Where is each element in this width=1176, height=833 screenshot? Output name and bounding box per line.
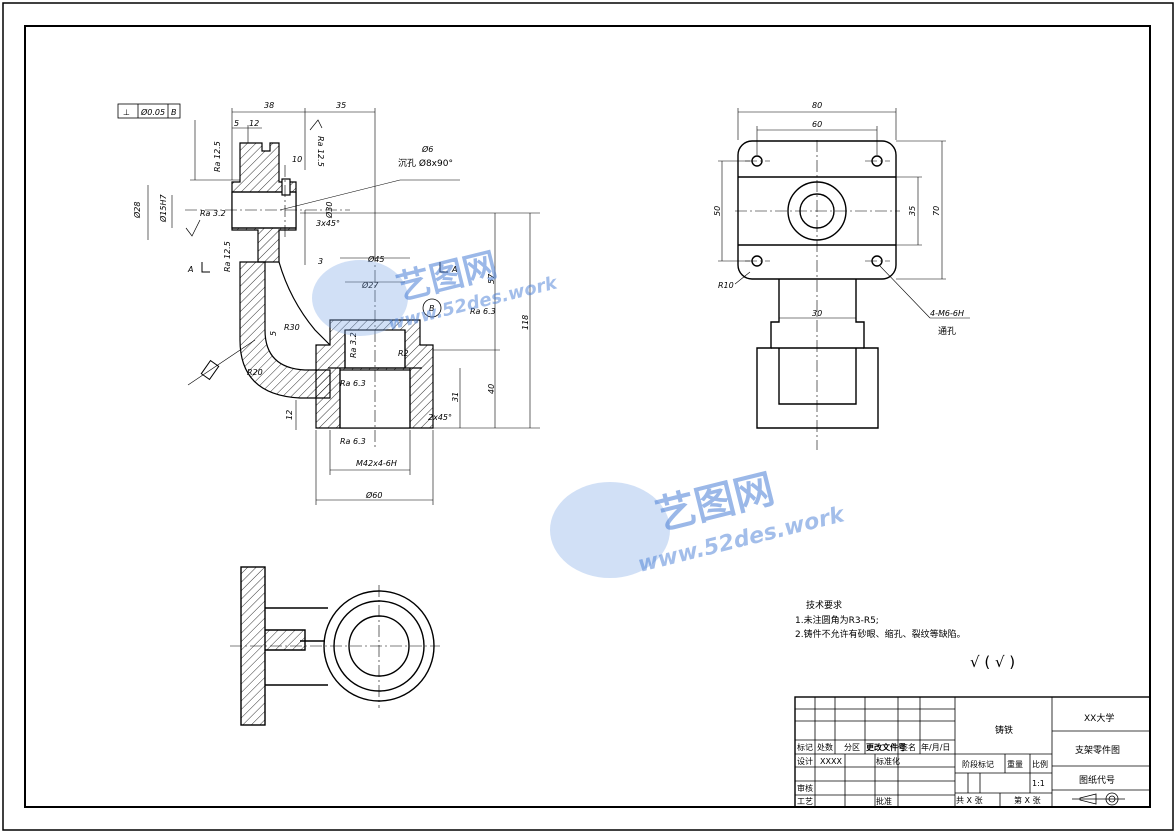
side-dim-50: 50 (713, 206, 722, 216)
dim-5b: 5 (269, 331, 278, 336)
tb-r-zone: 分区 (844, 743, 860, 752)
tb-ratio: 比例 (1032, 759, 1048, 769)
hole-note: 沉孔 Ø8x90° (398, 158, 453, 169)
tb-school: XX大学 (1084, 712, 1114, 724)
tech-req-line2: 2.铸件不允许有砂眼、缩孔、裂纹等缺陷。 (795, 628, 966, 640)
side-dim-60: 60 (812, 120, 822, 129)
dim-m42: M42x4-6H (356, 459, 397, 468)
ra-6-3-b: Ra 6.3 (340, 379, 366, 388)
tb-drawing-code: 图纸代号 (1079, 774, 1115, 786)
dim-3: 3 (318, 257, 323, 266)
dim-40: 40 (487, 384, 496, 394)
watermark-center: 艺图网 www.52des.work (550, 466, 848, 578)
section-a2-label: A (451, 265, 457, 274)
dim-2x45: 2x45° (428, 413, 452, 422)
tolerance-datum: B (171, 108, 177, 117)
tb-drawing-name: 支架零件图 (1075, 744, 1120, 756)
datum-b: B (429, 304, 435, 313)
side-dim-80: 80 (812, 101, 822, 110)
inner-border (24, 25, 1151, 808)
tb-approve: 批准 (876, 796, 892, 806)
dim-10: 10 (292, 155, 302, 164)
tb-weight: 重量 (1007, 759, 1023, 769)
side-dim-lines (718, 108, 970, 319)
side-dim-30: 30 (812, 309, 822, 318)
side-dim-texts: 80 60 50 35 70 R10 4-M6-6H 通孔 30 (713, 101, 964, 337)
dim-r20: R20 (247, 368, 263, 377)
dim-r30: R30 (284, 323, 300, 332)
tolerance-frame: ⊥ Ø0.05 B (117, 103, 181, 119)
tech-req-title: 技术要求 (806, 599, 842, 611)
dim-31: 31 (451, 392, 460, 402)
dim-d15h7: Ø15H7 (158, 194, 168, 223)
side-dim-70: 70 (932, 206, 941, 216)
ra-12-5-a: Ra 12.5 (213, 141, 222, 172)
front-dim-lines (147, 108, 540, 505)
tb-r-doc: 更改文件号 (866, 742, 906, 752)
ra-12-5-c: Ra 12.5 (223, 241, 232, 272)
ra-12-5-b: Ra 12.5 (316, 136, 325, 167)
section-arrow-left (200, 262, 448, 381)
side-through: 通孔 (938, 326, 956, 337)
tb-r-date: 年/月/日 (921, 742, 950, 752)
title-block-texts: 铸铁 XX大学 支架零件图 图纸代号 标记 处数 分区 更改文件号 签名 年/月… (797, 712, 1120, 806)
tech-req-line1: 1.未注圆角为R3-R5; (795, 614, 879, 626)
ra-6-3-c: Ra 6.3 (340, 437, 366, 446)
dim-d27: Ø27 (361, 280, 379, 290)
dim-3x45: 3x45° (316, 219, 340, 228)
dim-d30: Ø30 (324, 202, 334, 219)
tech-requirements: 技术要求 1.未注圆角为R3-R5; 2.铸件不允许有砂眼、缩孔、裂纹等缺陷。 (795, 599, 966, 640)
front-centerlines (185, 165, 376, 450)
front-roughness: Ra 12.5 Ra 12.5 Ra 12.5 Ra 3.2 Ra 6.3 Ra… (185, 119, 496, 446)
title-block (794, 696, 1151, 808)
tb-designer: XXXX (820, 757, 842, 766)
surface-symbol: √ ( √ ) (970, 653, 1015, 671)
tolerance-symbol: ⊥ (123, 108, 130, 117)
tb-review: 审核 (797, 783, 813, 793)
tb-r-mark: 标记 (797, 742, 813, 752)
side-dim-35: 35 (908, 206, 917, 216)
dim-118: 118 (521, 315, 530, 330)
dim-d60: Ø60 (365, 490, 382, 500)
tb-r-sign: 签名 (900, 742, 916, 752)
dim-57: 57 (487, 273, 496, 284)
dim-12b: 12 (285, 410, 294, 420)
tb-sheet: 第 X 张 (1014, 795, 1041, 805)
side-dim-r10: R10 (718, 281, 734, 290)
tb-process: 工艺 (797, 797, 813, 806)
tb-total: 共 X 张 (956, 796, 983, 805)
dim-d28: Ø28 (132, 202, 142, 219)
tb-stage: 阶段标记 (962, 759, 994, 769)
dim-d45: Ø45 (367, 254, 384, 264)
dim-r2: R2 (398, 349, 409, 358)
projection-symbol-icon (1072, 792, 1125, 806)
ra-3-2-b: Ra 3.2 (349, 332, 358, 358)
watermark-top: 艺图网 www.52des.work (312, 245, 560, 336)
section-a-label: A (187, 265, 193, 274)
tb-design: 设计 (797, 756, 813, 766)
side-thread: 4-M6-6H (930, 309, 964, 318)
tb-standard: 标准化 (876, 756, 900, 766)
tb-ratio-val: 1:1 (1032, 779, 1045, 788)
dim-5: 5 (234, 119, 239, 128)
front-view (231, 142, 434, 429)
tolerance-value: Ø0.05 (140, 107, 165, 117)
tb-r-count: 处数 (817, 742, 833, 752)
dim-38: 38 (264, 101, 274, 110)
front-dim-texts: 38 35 5 12 10 Ø28 Ø15H7 3x45° Ø30 Ø45 3 … (132, 101, 530, 500)
top-centerlines (230, 585, 440, 708)
dim-35: 35 (336, 101, 346, 110)
ra-6-3: Ra 6.3 (470, 307, 496, 316)
ra-3-2: Ra 3.2 (200, 209, 226, 218)
datum-circle (422, 298, 442, 318)
tb-material: 铸铁 (995, 724, 1013, 736)
hole-note-dia: Ø6 (421, 144, 433, 154)
dim-12: 12 (249, 119, 259, 128)
